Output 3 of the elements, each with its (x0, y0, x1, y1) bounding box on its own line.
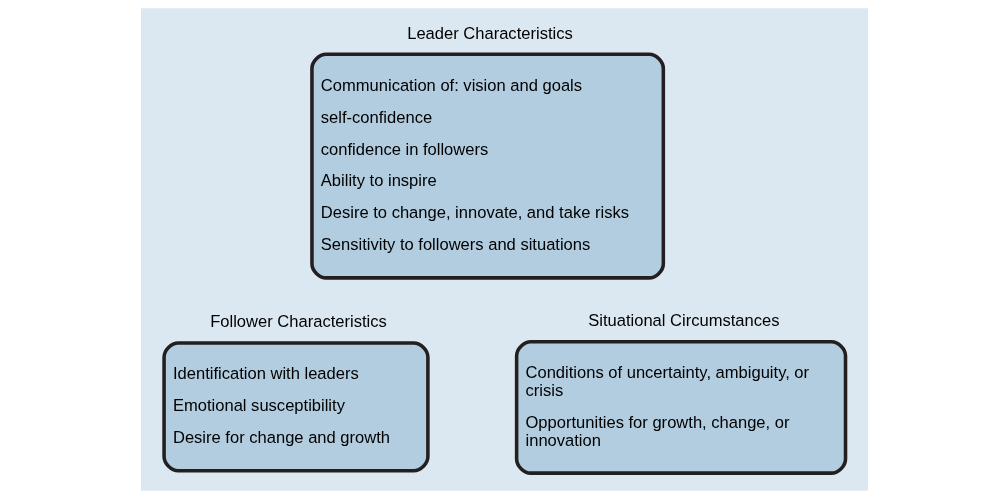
node-label: Follower Characteristics (209, 312, 387, 332)
node-label: Leader Characteristics (406, 23, 573, 43)
node-label: Situational Circumstances (587, 311, 779, 331)
